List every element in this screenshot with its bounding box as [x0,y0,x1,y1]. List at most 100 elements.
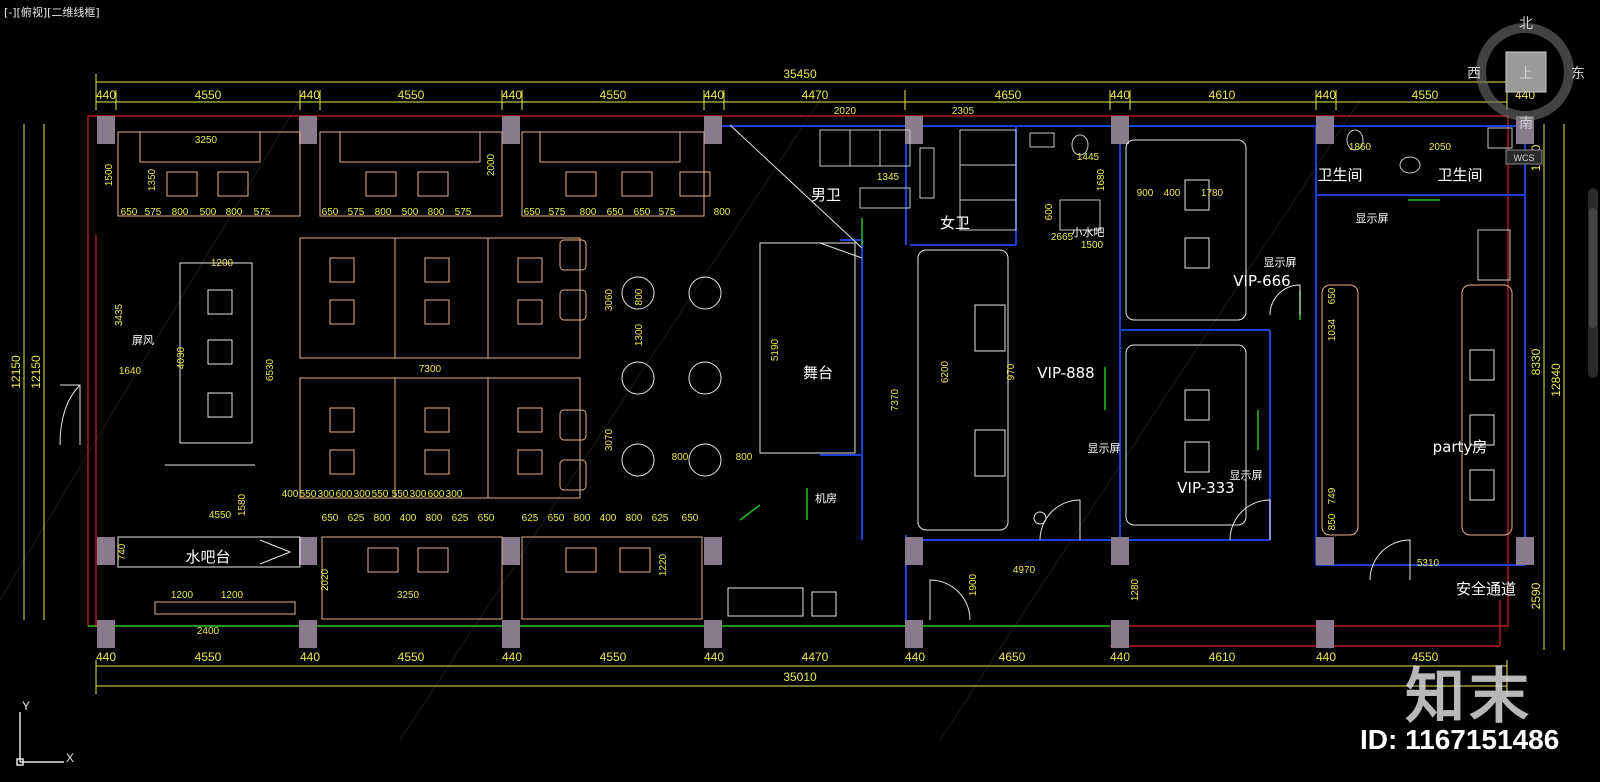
top-booths [117,131,711,217]
svg-text:600: 600 [336,489,353,500]
label-vip333: VIP-333 [1177,479,1234,497]
dim-top-4: 440 [502,88,522,102]
svg-text:625: 625 [348,513,365,524]
dim-bottom-4: 440 [502,650,522,664]
label-display-4: 显示屏 [1356,212,1389,225]
label-wc1: 卫生间 [1317,166,1362,184]
dim-top-12: 440 [1316,88,1336,102]
viewcube-top-face[interactable] [1505,51,1547,93]
svg-text:650: 650 [322,513,339,524]
svg-text:625: 625 [522,513,539,524]
svg-text:650: 650 [607,207,624,218]
viewcube-top[interactable]: 上 [1519,66,1533,82]
svg-text:550: 550 [300,489,317,500]
dim-bottom-2: 440 [300,650,320,664]
room-labels: 舞台 男卫 女卫 小水吧 水吧台 屏风 机房 VIP-888 VIP-666 V… [132,166,1516,598]
svg-text:400: 400 [1164,188,1181,199]
viewcube-west[interactable]: 西 [1467,66,1481,82]
dim-top-2: 440 [300,88,320,102]
svg-text:1500: 1500 [1081,240,1104,251]
label-stage: 舞台 [803,364,833,382]
svg-text:970: 970 [1006,363,1017,380]
svg-text:650: 650 [1327,287,1338,304]
label-screen: 屏风 [132,334,154,347]
svg-text:1200: 1200 [221,590,244,601]
label-womens-wc: 女卫 [940,214,970,232]
svg-text:800: 800 [626,513,643,524]
dim-bottom-9: 4650 [999,650,1026,664]
label-mini-bar: 小水吧 [1072,226,1105,239]
label-display-3: 显示屏 [1230,469,1263,482]
svg-text:800: 800 [580,207,597,218]
svg-text:1580: 1580 [237,493,248,516]
svg-text:3250: 3250 [397,590,420,601]
wcs-menu[interactable] [1505,149,1543,165]
svg-text:6200: 6200 [940,360,951,383]
sofa-bottom-dimensions: 400 550 300 600 300 550 550 300 600 300 [282,489,463,500]
bottom-booths [321,536,837,620]
label-exit: 安全通道 [1456,580,1516,598]
svg-text:3070: 3070 [604,428,615,451]
svg-text:1280: 1280 [1130,578,1141,601]
svg-text:1640: 1640 [119,366,142,377]
svg-text:575: 575 [145,207,162,218]
svg-text:800: 800 [634,288,645,305]
svg-text:400: 400 [282,489,299,500]
label-water-bar: 水吧台 [185,548,230,566]
svg-text:2050: 2050 [1429,142,1452,153]
label-machine-room: 机房 [815,491,837,505]
svg-text:575: 575 [659,207,676,218]
dim-bottom-8: 440 [905,650,925,664]
svg-text:800: 800 [172,207,189,218]
interior-dimensions: 3250 1350 1500 2000 650 575 800 500 800 … [104,106,1452,637]
bottom-dimensions: 35010 440 4550 440 4550 440 4550 440 447… [96,650,1439,684]
svg-text:650: 650 [322,207,339,218]
dim-bottom-10: 440 [1110,650,1130,664]
dim-top-6: 440 [704,88,724,102]
booth-seating-grid [299,237,587,499]
svg-text:800: 800 [375,207,392,218]
dim-top-13: 4550 [1412,88,1439,102]
svg-text:550: 550 [392,489,409,500]
svg-text:650: 650 [524,207,541,218]
svg-text:800: 800 [226,207,243,218]
wcs-label[interactable]: WCS [1514,153,1535,163]
svg-text:800: 800 [574,513,591,524]
dim-bottom-0: 440 [96,650,116,664]
dim-left-outer: 12150 [9,355,23,389]
stage [729,124,863,454]
dim-bottom-total: 35010 [783,670,817,684]
scrollbar-thumb[interactable] [1589,208,1597,328]
svg-text:600: 600 [1044,203,1055,220]
svg-text:400: 400 [600,513,617,524]
dim-bottom-6: 440 [704,650,724,664]
viewcube-south[interactable]: 南 [1519,116,1533,132]
viewcube-east[interactable]: 东 [1571,66,1585,82]
svg-text:1500: 1500 [104,163,115,186]
svg-text:800: 800 [672,452,689,463]
viewcube-north[interactable]: 北 [1519,16,1533,32]
svg-text:800: 800 [374,513,391,524]
vertical-scrollbar[interactable] [1588,188,1598,378]
svg-text:1200: 1200 [171,590,194,601]
svg-text:3435: 3435 [114,303,125,326]
svg-text:6530: 6530 [265,358,276,381]
svg-text:1034: 1034 [1327,318,1338,341]
watermark-id: ID: 1167151486 [1360,724,1560,755]
viewcube[interactable]: 上 北 南 东 西 WCS [1467,16,1585,165]
svg-text:650: 650 [548,513,565,524]
dim-bottom-7: 4470 [802,650,829,664]
viewport-controls-label[interactable]: [-][俯视][二维线框] [4,6,100,19]
svg-text:550: 550 [372,489,389,500]
svg-text:3250: 3250 [195,135,218,146]
label-mens-wc: 男卫 [811,186,841,204]
svg-text:575: 575 [348,207,365,218]
dim-top-0: 440 [96,88,116,102]
svg-text:1345: 1345 [877,172,900,183]
svg-text:1220: 1220 [658,553,669,576]
svg-text:5310: 5310 [1417,558,1440,569]
svg-text:600: 600 [428,489,445,500]
dim-bottom-5: 4550 [600,650,627,664]
watermark-logo: 知末 [1405,662,1533,732]
